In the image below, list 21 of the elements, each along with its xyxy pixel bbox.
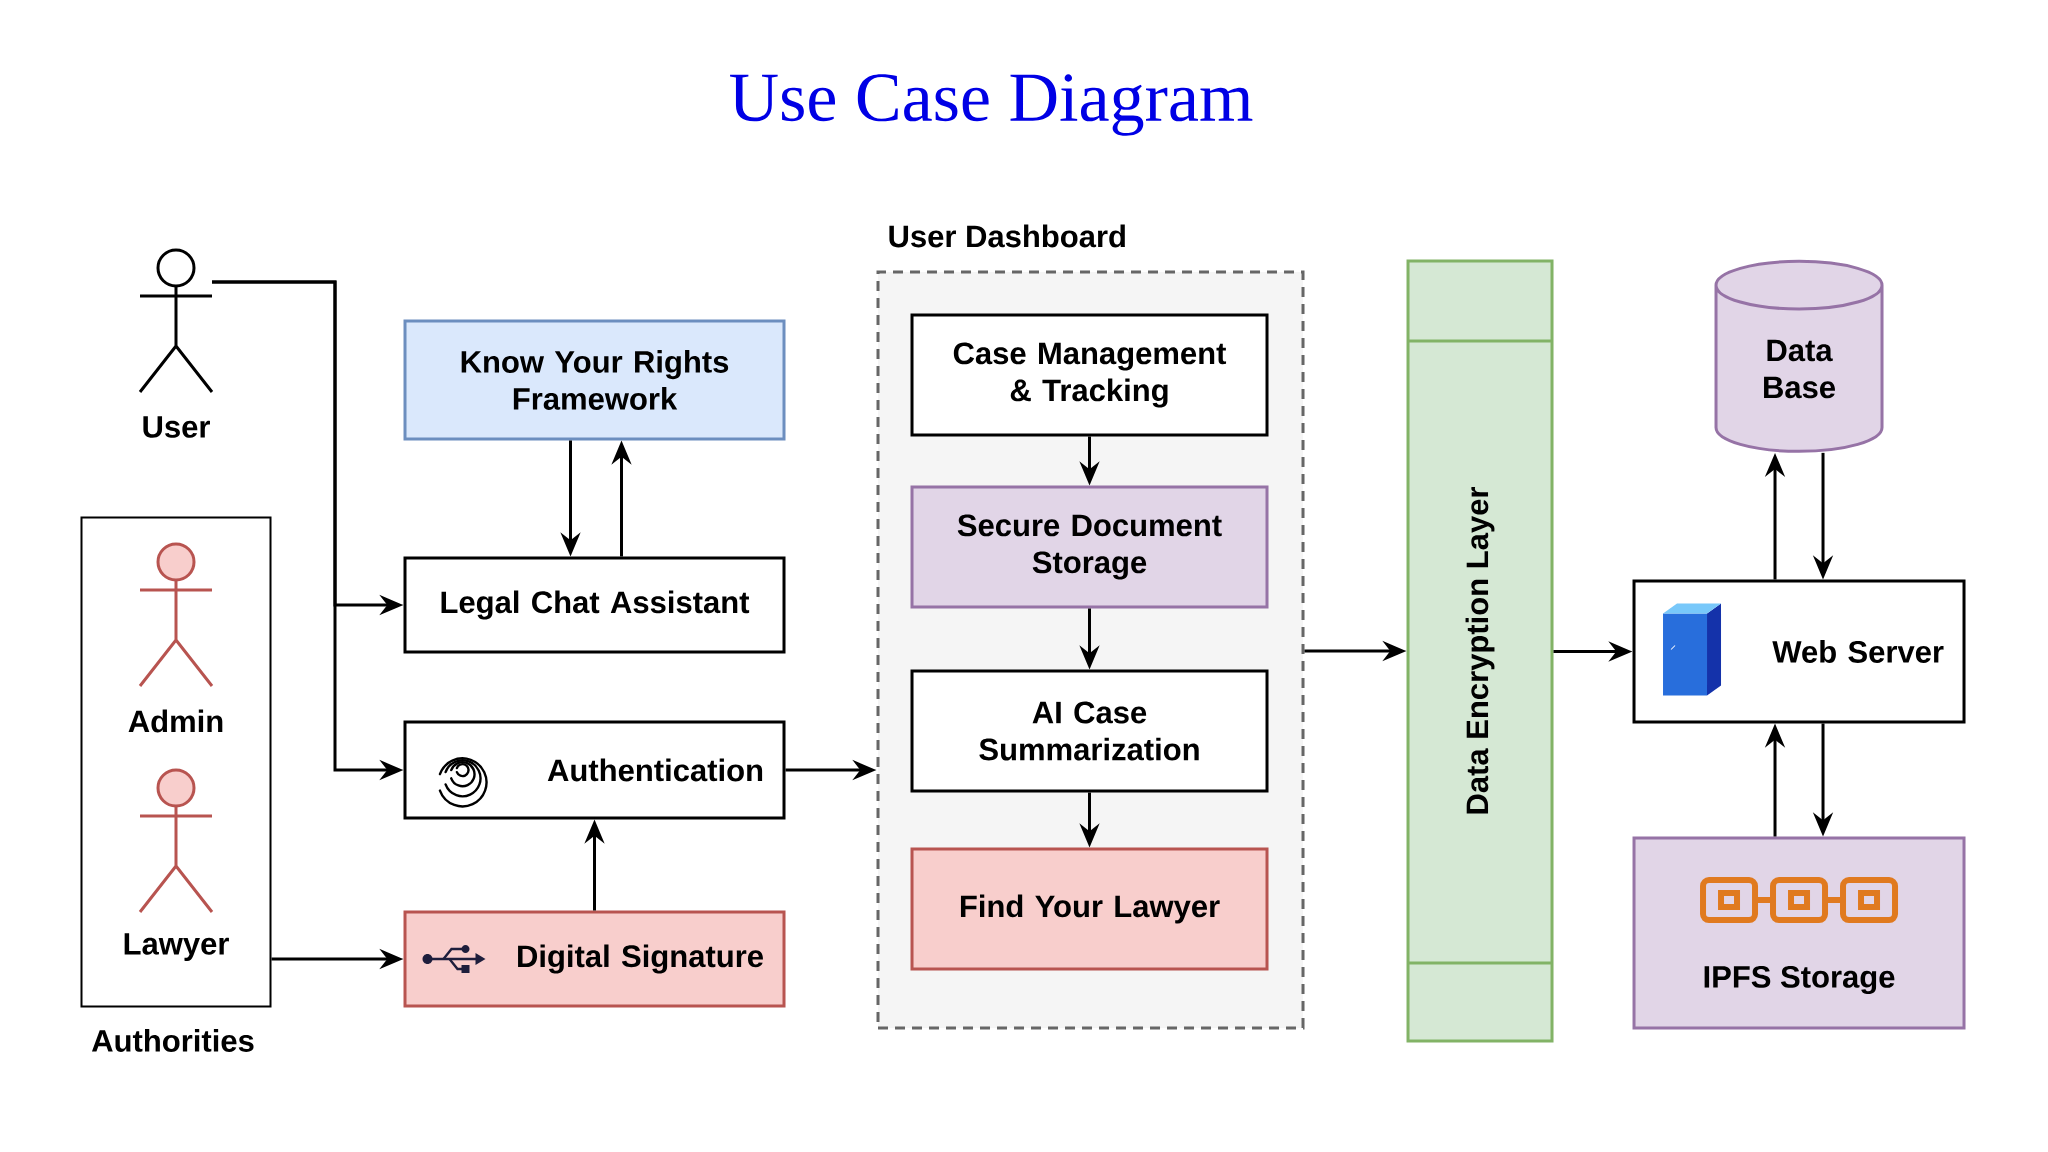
node-label: Admin <box>128 709 223 733</box>
process-box: Find Your Lawyer <box>910 847 1269 971</box>
process-box: AI Case Summarization <box>910 669 1269 793</box>
node-label: Authorities <box>91 1029 254 1052</box>
node-label: User <box>143 416 210 438</box>
actor-figure: Admin <box>128 542 223 733</box>
process-box: Digital Signature <box>403 910 786 1008</box>
database-cylinder: Data Base <box>1714 259 1884 453</box>
actor-figure: User <box>138 248 214 438</box>
node-label: User Dashboard <box>889 224 1125 248</box>
encryption-layer: Data Encryption Layer <box>1406 259 1554 1043</box>
actor-figure: Lawyer <box>124 768 229 961</box>
process-box: Secure Document Storage <box>910 485 1269 609</box>
process-box: Legal Chat Assistant <box>403 556 786 654</box>
node-label: Lawyer <box>124 933 229 961</box>
title: Use Case Diagram <box>730 74 1253 136</box>
process-box: Case Management & Tracking <box>910 313 1269 437</box>
storage-box: IPFS Storage <box>1632 836 1966 1030</box>
process-box: Authentication <box>403 720 786 820</box>
server-box: Web Server <box>1632 579 1966 724</box>
process-box: Know Your Rights Framework <box>403 319 786 441</box>
